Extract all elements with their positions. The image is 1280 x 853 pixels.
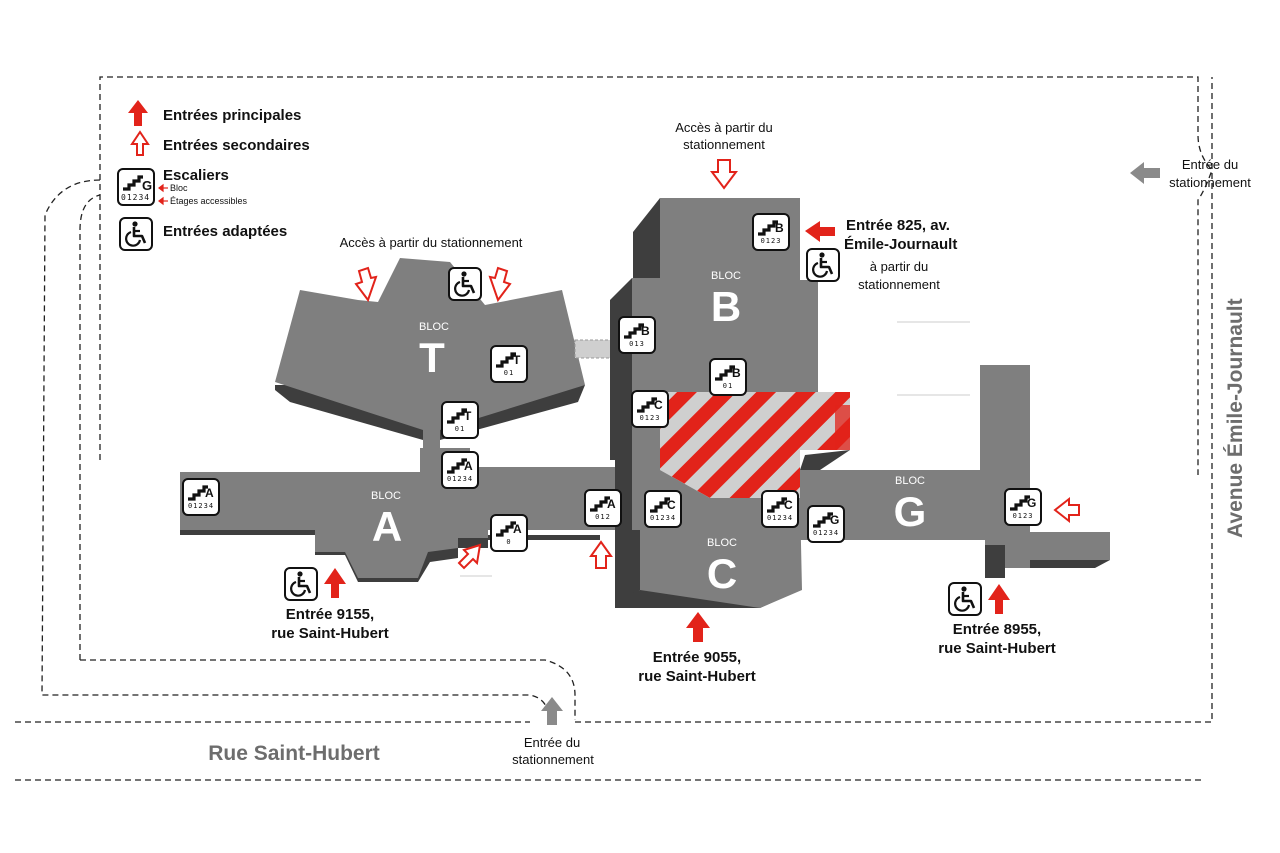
stairs-icon-c-01234-b [760, 489, 800, 529]
wheelchair-icon-8955 [947, 581, 983, 617]
parking-boundary [15, 76, 1213, 781]
secondary-entrance-arrow-icon-t-right [488, 266, 512, 303]
stairs-icon-a-0 [489, 513, 529, 553]
stairs-icon-g-01234 [806, 504, 846, 544]
secondary-entrance-arrow-icon-g [1053, 496, 1080, 524]
parking-arrows [541, 162, 1160, 725]
legend-pointers [158, 183, 168, 206]
stairs-icon-b-01 [708, 357, 748, 397]
construction-zone [660, 392, 850, 498]
main-entrance-arrow-icon-9155 [324, 568, 346, 598]
connector-t-b [574, 339, 614, 359]
secondary-entrance-arrow-icon-a-right [457, 543, 482, 570]
stairs-icon-c-01234-a [643, 489, 683, 529]
faded-lines [460, 321, 970, 577]
stairs-icon-t-01-b [440, 400, 480, 440]
wheelchair-icons [118, 216, 983, 617]
secondary-entrance-arrow-icon-b-top [710, 159, 738, 190]
stairs-icon-b-0123 [751, 212, 791, 252]
secondary-entrance-arrows [130, 130, 1080, 570]
main-entrance-arrow-icon-legend [128, 100, 148, 126]
wheelchair-icon-9155 [283, 566, 319, 602]
wheelchair-icon-legend [118, 216, 154, 252]
building-bloc-g [800, 365, 1110, 578]
wheelchair-icon-t [447, 266, 483, 302]
building-bloc-a [180, 448, 636, 582]
stairs-icon-legend [116, 167, 156, 207]
main-entrance-arrow-icon-9055 [686, 612, 710, 642]
stairs-icon-a-01234-b [181, 477, 221, 517]
stairs-icon-c-0123 [630, 389, 670, 429]
stairs-icon-b-013 [617, 315, 657, 355]
stairs-icon-a-012 [583, 488, 623, 528]
main-entrance-arrows [128, 100, 1010, 642]
wheelchair-icon-825 [805, 247, 841, 283]
parking-arrow-icon-south [541, 697, 563, 725]
parking-arrow-icon-east [1130, 162, 1160, 184]
main-entrance-arrow-icon-8955 [988, 584, 1010, 614]
stairs-icon-g-0123 [1003, 487, 1043, 527]
secondary-entrance-arrow-icon-t-left [354, 266, 378, 303]
secondary-entrance-arrow-icon-a-c [589, 540, 613, 569]
main-entrance-arrow-icon-825 [805, 221, 835, 242]
stairs-icon-t-01-a [489, 344, 529, 384]
building-bloc-t [275, 258, 585, 466]
stairs-icon-a-01234-a [440, 450, 480, 490]
secondary-entrance-arrow-icon-legend [130, 130, 150, 156]
